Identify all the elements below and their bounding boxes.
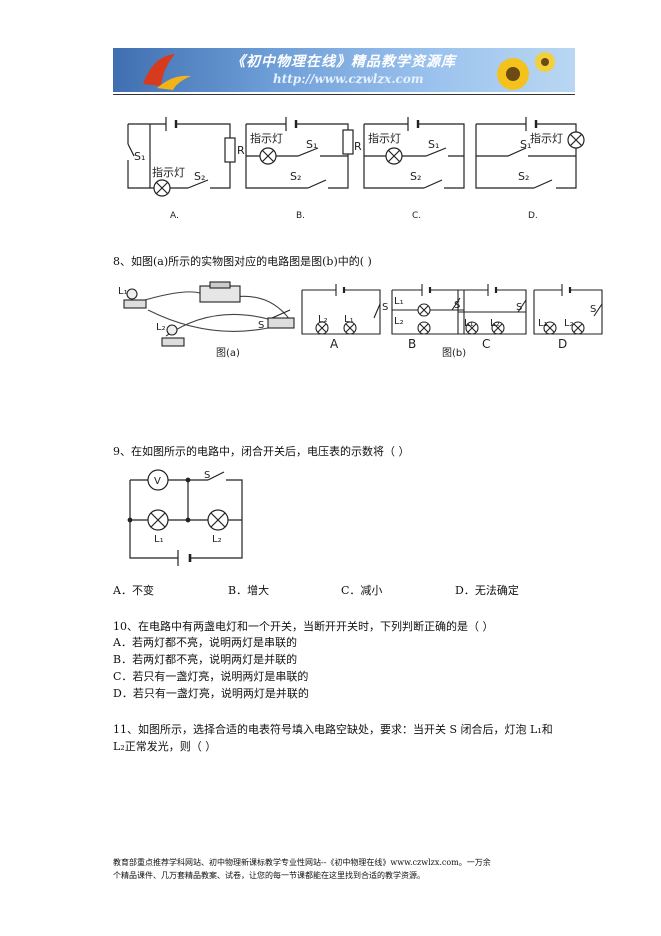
q7-circuit-c [363, 117, 465, 189]
q8-a-l2: L₂ [156, 322, 166, 333]
q8-b-label-c: C [482, 337, 490, 351]
q7-c-lamp-label: 指示灯 [368, 131, 401, 145]
q7-c-s1: S₁ [428, 138, 439, 151]
q8-b-b-l2: L₂ [394, 316, 404, 327]
q8-caption-b: 图(b) [442, 347, 466, 359]
q7-d-lamp-label: 指示灯 [530, 131, 563, 145]
q8-b-circuit-b [391, 284, 465, 335]
q7-d-s2: S₂ [518, 170, 529, 183]
banner-title: 《初中物理在线》精品教学资源库 [231, 54, 456, 70]
q8-b-c-l2: L₂ [490, 318, 500, 329]
q8-b-a-l1: L₁ [344, 314, 354, 325]
q8-b-a-l2: L₂ [318, 314, 328, 325]
q9-l2: L₂ [212, 534, 222, 545]
q10-option-d: D．若只有一盏灯亮，说明两灯是并联的 [113, 687, 309, 700]
q9-option-b: B．增大 [228, 584, 270, 597]
q10-option-b: B．若两灯都不亮，说明两灯是并联的 [113, 653, 298, 666]
q8-b-label-b: B [408, 337, 416, 351]
q9-circuit: V S L₁ L₂ [127, 469, 243, 566]
header-banner: 《初中物理在线》精品教学资源库 http://www.czwlzx.com [113, 48, 575, 92]
q11-line-1: 11、如图所示，选择合适的电表符号填入电路空缺处，要求：当开关 S 闭合后，灯泡… [113, 723, 553, 736]
q9-option-c: C．减小 [341, 584, 383, 597]
q7-d-s1: S₁ [520, 138, 531, 151]
q8-b-d-s: S [590, 304, 596, 315]
q8-b-label-a: A [330, 337, 339, 351]
q11-line-2: L₂正常发光，则（ ） [113, 740, 217, 753]
banner-url[interactable]: http://www.czwlzx.com [273, 72, 424, 86]
header-rule [113, 94, 575, 95]
q8-b-a-s: S [382, 302, 388, 313]
q8-a-l1: L₁ [118, 286, 128, 297]
q7-label-d: D. [528, 211, 538, 221]
q7-b-s1: S₁ [306, 138, 317, 151]
q7-b-lamp-label: 指示灯 [250, 131, 283, 145]
q8-b-circuit-c [457, 284, 527, 335]
q8-a-s: S [258, 320, 264, 331]
q7-label-a: A. [170, 211, 179, 221]
q9-switch-s: S [204, 470, 210, 481]
q8-b-c-l1: L₁ [464, 318, 474, 329]
q10-text: 10、在电路中有两盏电灯和一个开关，当断开开关时，下列判断正确的是（ ） [113, 620, 494, 633]
q10-option-a: A．若两灯都不亮，说明两灯是串联的 [113, 636, 297, 649]
q7-circuit-d [475, 117, 585, 189]
footer-line-1: 教育部重点推荐学科网站、初中物理新课标教学专业性网站--《初中物理在线》www.… [113, 858, 491, 867]
q7-b-r: R [354, 140, 362, 153]
q9-text: 9、在如图所示的电路中，闭合开关后，电压表的示数将（ ） [113, 445, 410, 458]
q8-b-b-s: S [454, 300, 460, 311]
q7-circuit-figures: 指示灯 S₁ S₂ R 指示灯 S₁ S₂ R 指示灯 S₁ S₂ S₁ 指示灯… [127, 117, 585, 221]
q7-circuit-a [127, 117, 236, 197]
q8-b-d-l2: L₂ [564, 318, 574, 329]
q7-b-s2: S₂ [290, 170, 301, 183]
q8-caption-a: 图(a) [216, 347, 240, 359]
footer-line-2: 个精品课件、几万套精品教案、试卷，让您的每一节课都能在这里找到合适的教学资源。 [113, 871, 425, 880]
q7-a-lamp-label: 指示灯 [152, 165, 185, 179]
q7-c-s2: S₂ [410, 170, 421, 183]
q7-label-b: B. [296, 211, 305, 221]
q8-b-b-l1: L₁ [394, 296, 404, 307]
q8-b-label-d: D [558, 337, 567, 351]
q9-option-d: D．无法确定 [455, 584, 519, 597]
q8-figure-a [123, 281, 295, 347]
q9-l1: L₁ [154, 534, 164, 545]
banner-decoration [143, 52, 555, 90]
q9-voltmeter-v: V [154, 476, 161, 487]
q8-figures: L₁ L₂ S L₂ L₁ S L₁ L₂ S L₁ L₂ S L₁ L₂ S … [118, 281, 603, 359]
q8-b-c-s: S [516, 302, 522, 313]
q7-a-s2: S₂ [194, 170, 205, 183]
q7-label-c: C. [412, 211, 421, 221]
q7-a-s1: S₁ [134, 150, 145, 163]
q7-circuit-b [245, 117, 354, 189]
q8-b-circuit-d [533, 284, 603, 335]
q8-b-circuit-a [301, 284, 381, 335]
q8-text: 8、如图(a)所示的实物图对应的电路图是图(b)中的( ) [113, 255, 372, 268]
q7-a-r: R [237, 144, 245, 157]
q10-option-c: C．若只有一盏灯亮，说明两灯是串联的 [113, 670, 309, 683]
q8-b-d-l1: L₁ [538, 318, 548, 329]
q9-option-a: A．不变 [113, 584, 154, 597]
